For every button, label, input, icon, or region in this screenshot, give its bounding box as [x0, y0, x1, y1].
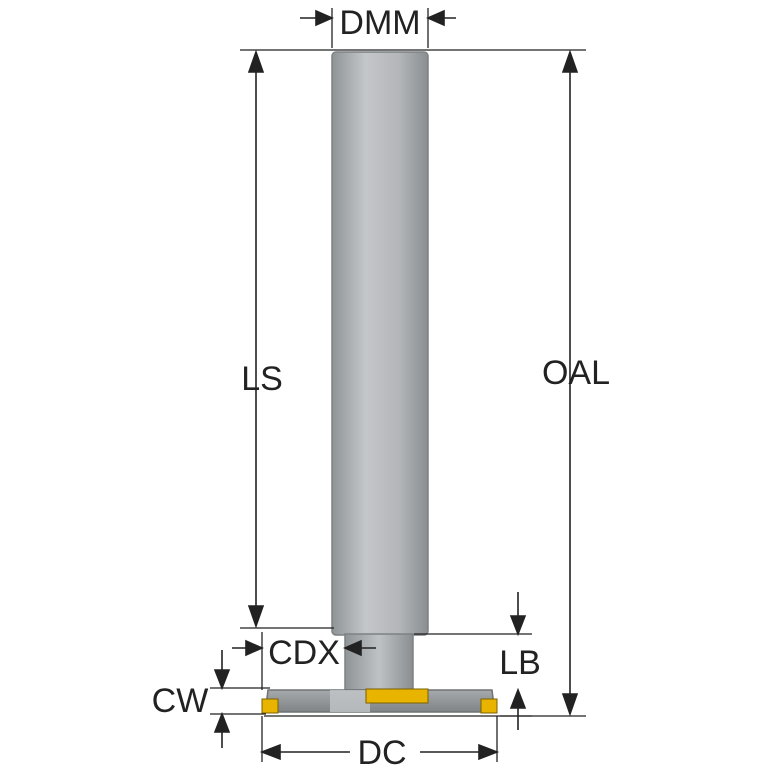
label-cw: CW [152, 682, 209, 720]
label-dmm: DMM [339, 4, 420, 42]
label-ls: LS [241, 360, 283, 398]
neck [344, 633, 414, 691]
label-oal: OAL [542, 354, 610, 392]
label-cdx: CDX [268, 634, 340, 672]
dimension-lines [213, 9, 579, 761]
insert-top [365, 688, 429, 704]
shank [331, 51, 429, 636]
label-lb: LB [499, 644, 541, 682]
insert-right [480, 698, 498, 714]
label-dc: DC [357, 734, 406, 767]
extension-lines [210, 8, 586, 762]
insert-left [261, 698, 279, 714]
disc-hub [330, 690, 370, 712]
tool-body [261, 51, 498, 714]
